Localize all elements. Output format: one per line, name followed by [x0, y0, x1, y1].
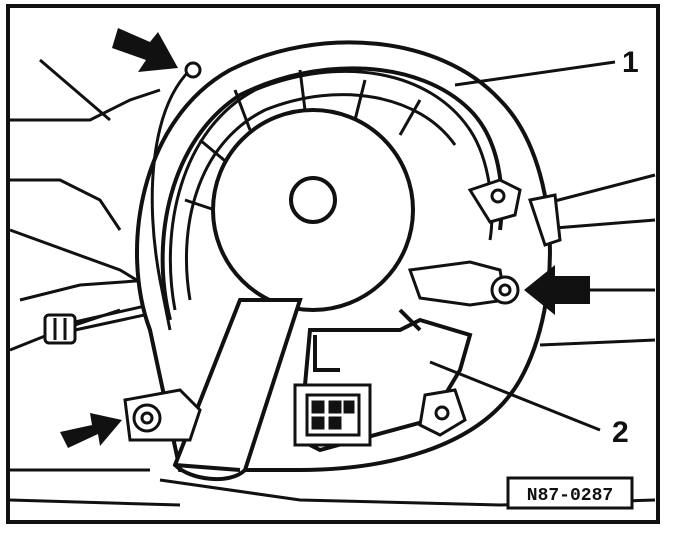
- air-outlet: [172, 298, 303, 482]
- reference-code: N87-0287: [527, 486, 613, 506]
- reference-box: [506, 476, 634, 510]
- lower-right-mount: [418, 388, 467, 437]
- electrical-plug: [293, 383, 372, 447]
- callout-1: 1: [622, 46, 639, 79]
- leader-line-1: [454, 60, 616, 87]
- arrow-right: [524, 265, 590, 315]
- blower-motor: [211, 108, 415, 312]
- arrow-top-left: [112, 28, 178, 72]
- leader-line-2: [429, 360, 601, 432]
- arrow-bottom-left: [60, 413, 122, 448]
- callout-2: 2: [612, 416, 629, 449]
- right-mount: [407, 178, 562, 307]
- left-mount: [123, 388, 202, 442]
- motor-shaft: [289, 176, 337, 224]
- wire-clip: [184, 61, 202, 79]
- wire-harness: [150, 68, 192, 331]
- fan-wheel: [168, 69, 494, 311]
